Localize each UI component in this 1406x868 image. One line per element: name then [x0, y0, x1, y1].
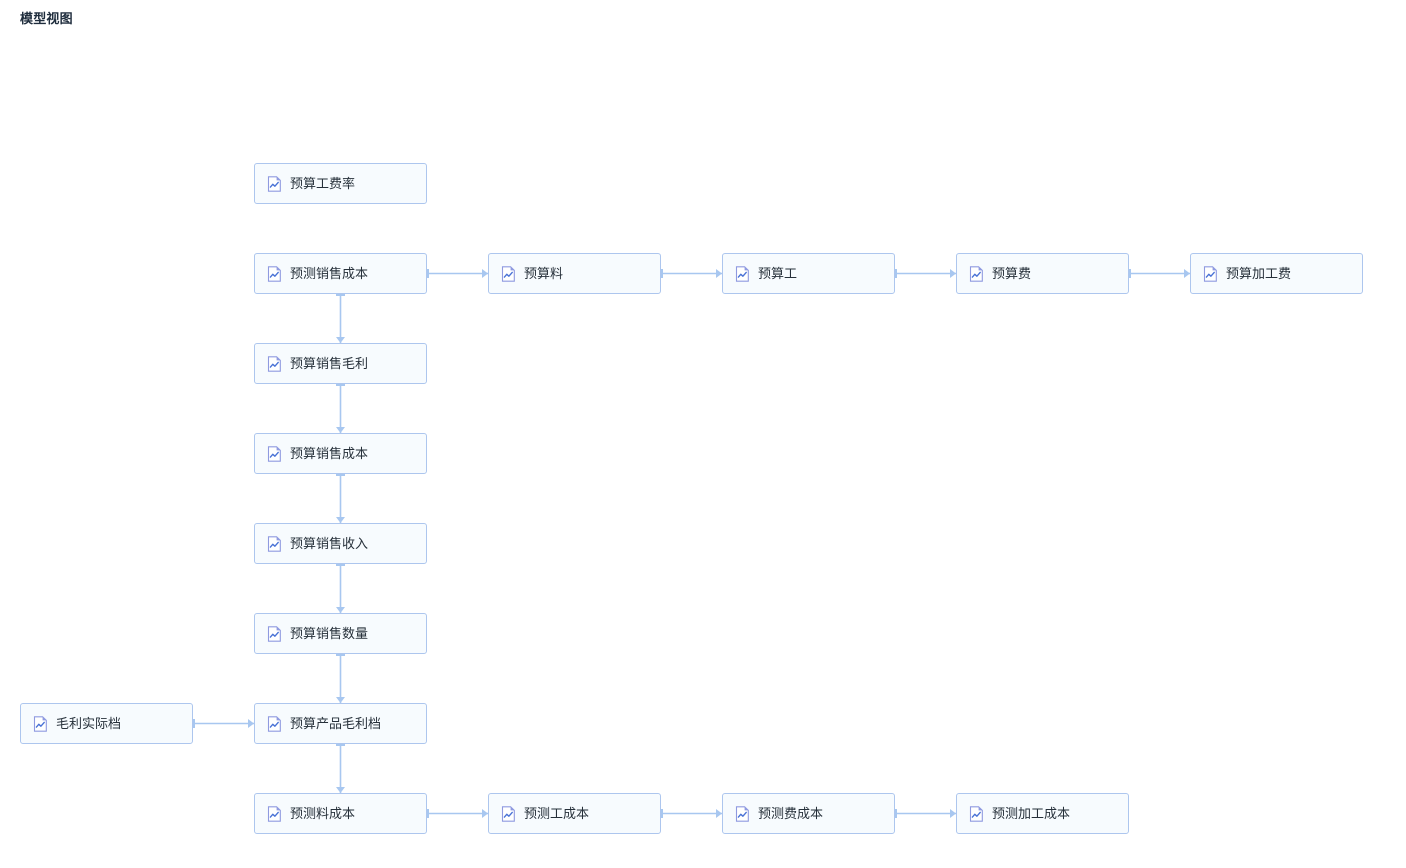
graph-node-label: 预算料: [524, 265, 564, 281]
document-chart-icon: [267, 355, 281, 372]
graph-node[interactable]: 预算工: [722, 253, 895, 294]
graph-node[interactable]: 预测费成本: [722, 793, 895, 834]
graph-node-label: 预算工: [758, 265, 798, 281]
graph-node-label: 毛利实际档: [56, 715, 122, 731]
graph-node-label: 预算销售成本: [290, 445, 369, 461]
graph-edge: [1128, 269, 1190, 278]
document-chart-icon: [267, 535, 281, 552]
graph-node[interactable]: 预测料成本: [254, 793, 427, 834]
graph-node[interactable]: 毛利实际档: [20, 703, 193, 744]
graph-edge: [660, 809, 722, 818]
graph-edge: [336, 563, 345, 613]
graph-node[interactable]: 预算销售成本: [254, 433, 427, 474]
graph-node-label: 预算加工费: [1226, 265, 1292, 281]
document-chart-icon: [735, 805, 749, 822]
graph-node-label: 预测费成本: [758, 805, 824, 821]
graph-node-label: 预算销售收入: [290, 535, 369, 551]
graph-node-label: 预测加工成本: [992, 805, 1071, 821]
graph-node[interactable]: 预算费: [956, 253, 1129, 294]
graph-edge: [336, 383, 345, 433]
graph-node[interactable]: 预算工费率: [254, 163, 427, 204]
document-chart-icon: [969, 265, 983, 282]
graph-edge: [660, 269, 722, 278]
graph-node[interactable]: 预测销售成本: [254, 253, 427, 294]
document-chart-icon: [735, 265, 749, 282]
graph-node[interactable]: 预算料: [488, 253, 661, 294]
graph-node[interactable]: 预算产品毛利档: [254, 703, 427, 744]
graph-edge: [894, 269, 956, 278]
graph-edge: [336, 653, 345, 703]
document-chart-icon: [267, 625, 281, 642]
document-chart-icon: [969, 805, 983, 822]
document-chart-icon: [267, 265, 281, 282]
graph-edge: [336, 473, 345, 523]
graph-edge: [192, 719, 254, 728]
graph-edge: [426, 269, 488, 278]
graph-node-label: 预算费: [992, 265, 1032, 281]
graph-node[interactable]: 预测加工成本: [956, 793, 1129, 834]
document-chart-icon: [267, 805, 281, 822]
document-chart-icon: [1203, 265, 1217, 282]
graph-node-label: 预算销售毛利: [290, 355, 369, 371]
graph-node-label: 预算工费率: [290, 175, 356, 191]
document-chart-icon: [501, 805, 515, 822]
graph-edge: [336, 743, 345, 793]
graph-edge: [894, 809, 956, 818]
graph-node[interactable]: 预测工成本: [488, 793, 661, 834]
document-chart-icon: [267, 175, 281, 192]
document-chart-icon: [501, 265, 515, 282]
document-chart-icon: [267, 445, 281, 462]
graph-node-label: 预测料成本: [290, 805, 356, 821]
graph-edge: [426, 809, 488, 818]
page-title: 模型视图: [20, 11, 73, 26]
graph-node[interactable]: 预算加工费: [1190, 253, 1363, 294]
document-chart-icon: [33, 715, 47, 732]
graph-node-label: 预测工成本: [524, 805, 590, 821]
graph-edge: [336, 293, 345, 343]
document-chart-icon: [267, 715, 281, 732]
graph-node-label: 预算产品毛利档: [290, 715, 382, 731]
graph-node-label: 预算销售数量: [290, 625, 369, 641]
graph-node[interactable]: 预算销售收入: [254, 523, 427, 564]
graph-node[interactable]: 预算销售毛利: [254, 343, 427, 384]
graph-node-label: 预测销售成本: [290, 265, 369, 281]
graph-node[interactable]: 预算销售数量: [254, 613, 427, 654]
